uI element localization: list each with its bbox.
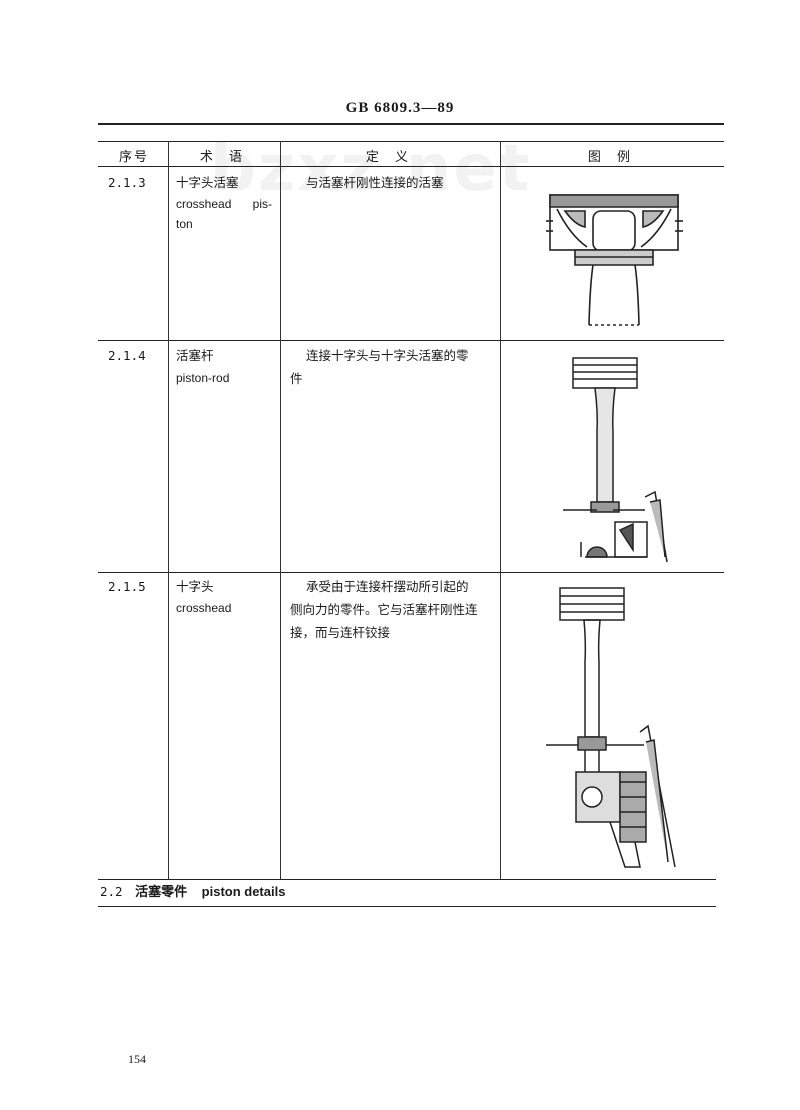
section-title-en: piston details bbox=[201, 884, 286, 899]
row-number: 2.1.3 bbox=[108, 175, 146, 190]
term-en: piston-rod bbox=[176, 371, 230, 385]
header-bottom-rule bbox=[98, 166, 724, 167]
standard-code: GB 6809.3—89 bbox=[345, 100, 455, 116]
definition-cont: 侧向力的零件。它与活塞杆刚性连 bbox=[290, 602, 478, 617]
term-en: crosshead bbox=[176, 601, 232, 615]
row-number: 2.1.5 bbox=[108, 579, 146, 594]
column-header-definition: 定 义 bbox=[365, 150, 415, 165]
crosshead-piston-drawing-icon bbox=[545, 185, 685, 334]
page-number: 154 bbox=[128, 1052, 146, 1066]
row-rule-1 bbox=[98, 340, 724, 341]
definition-cont-2: 接，而与连杆铰接 bbox=[290, 625, 391, 640]
term-cn: 十字头 bbox=[176, 579, 214, 594]
watermark: bzxz.net bbox=[210, 132, 532, 206]
column-header-figure: 图 例 bbox=[587, 150, 637, 165]
definition-cont: 件 bbox=[290, 371, 303, 386]
col-divider-1 bbox=[168, 141, 169, 879]
piston-rod-drawing-icon bbox=[555, 352, 670, 571]
header-top-rule bbox=[98, 141, 724, 142]
definition: 连接十字头与十字头活塞的零 bbox=[306, 348, 469, 363]
row-number: 2.1.4 bbox=[108, 348, 146, 363]
section-number: 2.2 bbox=[100, 884, 123, 899]
row-rule-2 bbox=[98, 572, 724, 573]
section-heading: 2.2 活塞零件 piston details bbox=[100, 881, 285, 900]
definition: 与活塞杆刚性连接的活塞 bbox=[306, 175, 444, 190]
section-bottom-rule bbox=[98, 906, 716, 907]
column-header-number: 序号 bbox=[118, 150, 149, 165]
crosshead-drawing-icon bbox=[540, 582, 685, 876]
table-bottom-rule bbox=[98, 879, 716, 880]
section-title-cn: 活塞零件 bbox=[135, 885, 188, 900]
col-divider-2 bbox=[280, 141, 281, 879]
col-divider-3 bbox=[500, 141, 501, 879]
top-rule bbox=[98, 123, 724, 125]
term-cn: 活塞杆 bbox=[176, 348, 214, 363]
term-en-cont: ton bbox=[176, 217, 193, 231]
definition: 承受由于连接杆摆动所引起的 bbox=[306, 579, 469, 594]
term-cn: 十字头活塞 bbox=[176, 175, 239, 190]
column-header-term: 术 语 bbox=[199, 150, 249, 165]
term-en: crosshead pis- bbox=[176, 197, 272, 211]
